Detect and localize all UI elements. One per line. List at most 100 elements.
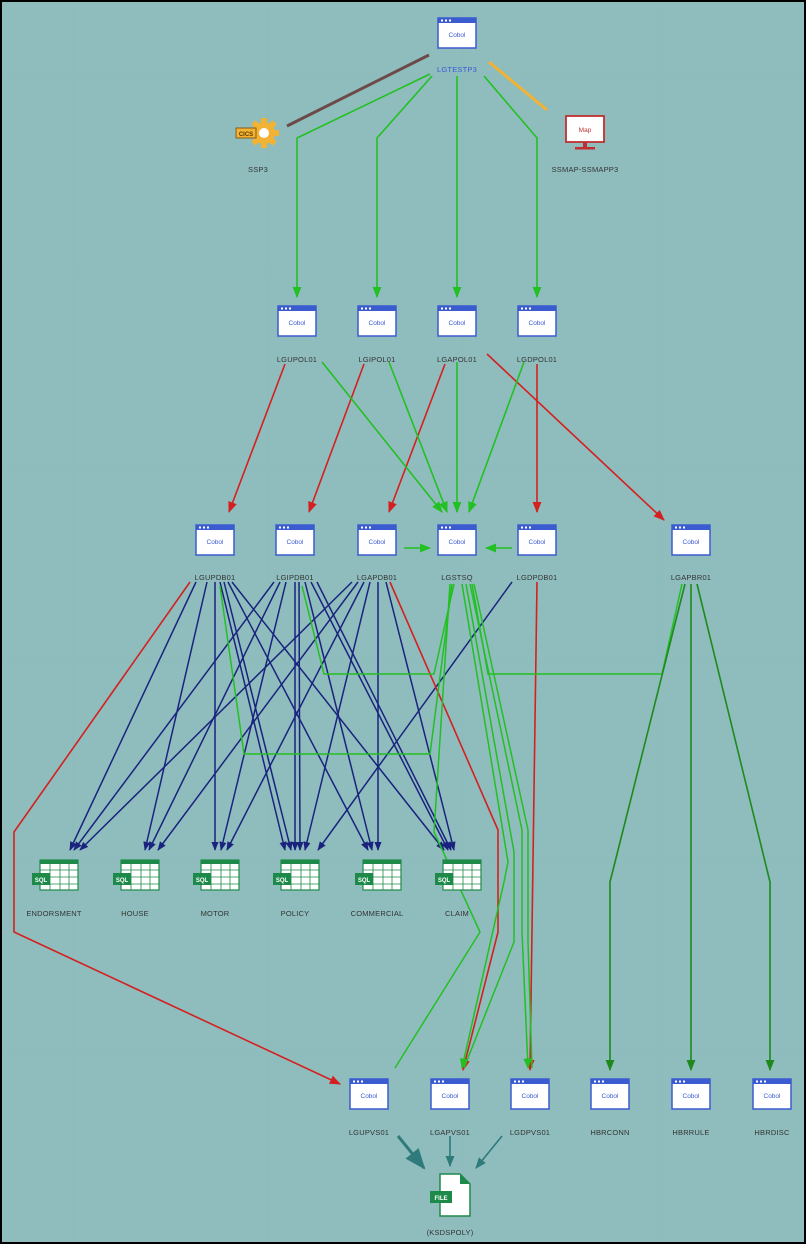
icon-caption: Cobol [522, 1093, 540, 1100]
window-dot [441, 526, 443, 529]
node-label: LGAPOL01 [437, 355, 477, 364]
icon-caption: Cobol [207, 539, 225, 546]
window-dot [679, 1080, 681, 1083]
sql-badge [355, 873, 373, 885]
icon-caption: Cobol [289, 320, 307, 327]
node-house[interactable]: SQL HOUSE [113, 859, 160, 918]
window-dot [281, 307, 283, 310]
window-titlebar [511, 1079, 549, 1084]
node-policy[interactable]: SQL POLICY [273, 859, 320, 918]
node-label: SSMAP-SSMAPP3 [552, 165, 619, 174]
icon-caption: Cobol [449, 32, 467, 39]
node-label: LGIPOL01 [358, 355, 395, 364]
window-dot [598, 1080, 600, 1083]
window-dot [369, 526, 371, 529]
node-label: LGUPDB01 [195, 573, 236, 582]
window-titlebar [438, 525, 476, 530]
node-label: HOUSE [121, 909, 149, 918]
monitor-base [575, 147, 595, 150]
sql-badge [32, 873, 50, 885]
edge-lgapbr01-hbrdisc [696, 583, 775, 1072]
window-dot [521, 307, 523, 310]
node-label: LGAPBR01 [671, 573, 711, 582]
icon-caption: SQL [116, 878, 129, 884]
table-header-bar [443, 860, 481, 864]
edge-lgapdb01-lgapvs01 [389, 581, 499, 1072]
icon-caption: SQL [196, 878, 209, 884]
window-dot [683, 1080, 685, 1083]
window-dot [525, 307, 527, 310]
window-titlebar [278, 306, 316, 311]
node-label: LGDPOL01 [517, 355, 557, 364]
sql-badge [273, 873, 291, 885]
edge-lgdpdb01-lgdpvs01 [525, 581, 538, 1072]
window-titlebar [672, 1079, 710, 1084]
edge-lgtestp3-ssmap [488, 60, 548, 112]
window-dot [760, 1080, 762, 1083]
window-titlebar [438, 18, 476, 23]
node-label: ENDORSMENT [26, 909, 82, 918]
edge-lgstsq-lgapvs01-b [463, 583, 515, 1069]
edge-lgupdb01-lgupvs01 [13, 581, 342, 1085]
node-kdsfile[interactable]: FILE(KSDSPOLY) [427, 1173, 474, 1237]
window-dot [438, 1080, 440, 1083]
node-label: LGAPVS01 [430, 1128, 470, 1137]
edge-lgtestp3-lgdpol01 [483, 75, 542, 299]
window-dot [357, 1080, 359, 1083]
node-label: POLICY [281, 909, 310, 918]
window-titlebar [358, 306, 396, 311]
edge-lgipol01-lgipdb01 [308, 363, 365, 514]
edge-lgapbr01-hbrconn [605, 583, 686, 1072]
edge-lgapol01-lgapbr01 [486, 353, 665, 521]
window-dot [756, 1080, 758, 1083]
node-label: LGUPVS01 [349, 1128, 389, 1137]
icon-caption: SQL [276, 878, 289, 884]
file-icon [439, 1173, 471, 1217]
icon-caption: Cobol [369, 320, 387, 327]
window-dot [518, 1080, 520, 1083]
file-corner [460, 1174, 470, 1184]
edge-lgapbr01-lgstsq [471, 583, 683, 675]
edge-lgupdb01-commercial [227, 581, 369, 851]
edge-lgipdb01-claim-b [316, 581, 452, 851]
edge-lgipdb01-lgstsq [301, 583, 455, 675]
table-header-bar [121, 860, 159, 864]
edge-lgipol01-lgstsq [388, 361, 448, 514]
node-label: HBRCONN [590, 1128, 629, 1137]
node-label: (KSDSPOLY) [427, 1228, 474, 1237]
edge-lgapdb01-claim [385, 581, 456, 851]
window-dot [594, 1080, 596, 1083]
window-titlebar [518, 306, 556, 311]
icon-caption: Cobol [449, 320, 467, 327]
edge-lgapdb01-house [157, 581, 359, 851]
window-dot [199, 526, 201, 529]
edge-lgipdb01-claim [310, 581, 449, 851]
window-titlebar [276, 525, 314, 530]
window-dot [445, 307, 447, 310]
window-dot [449, 307, 451, 310]
